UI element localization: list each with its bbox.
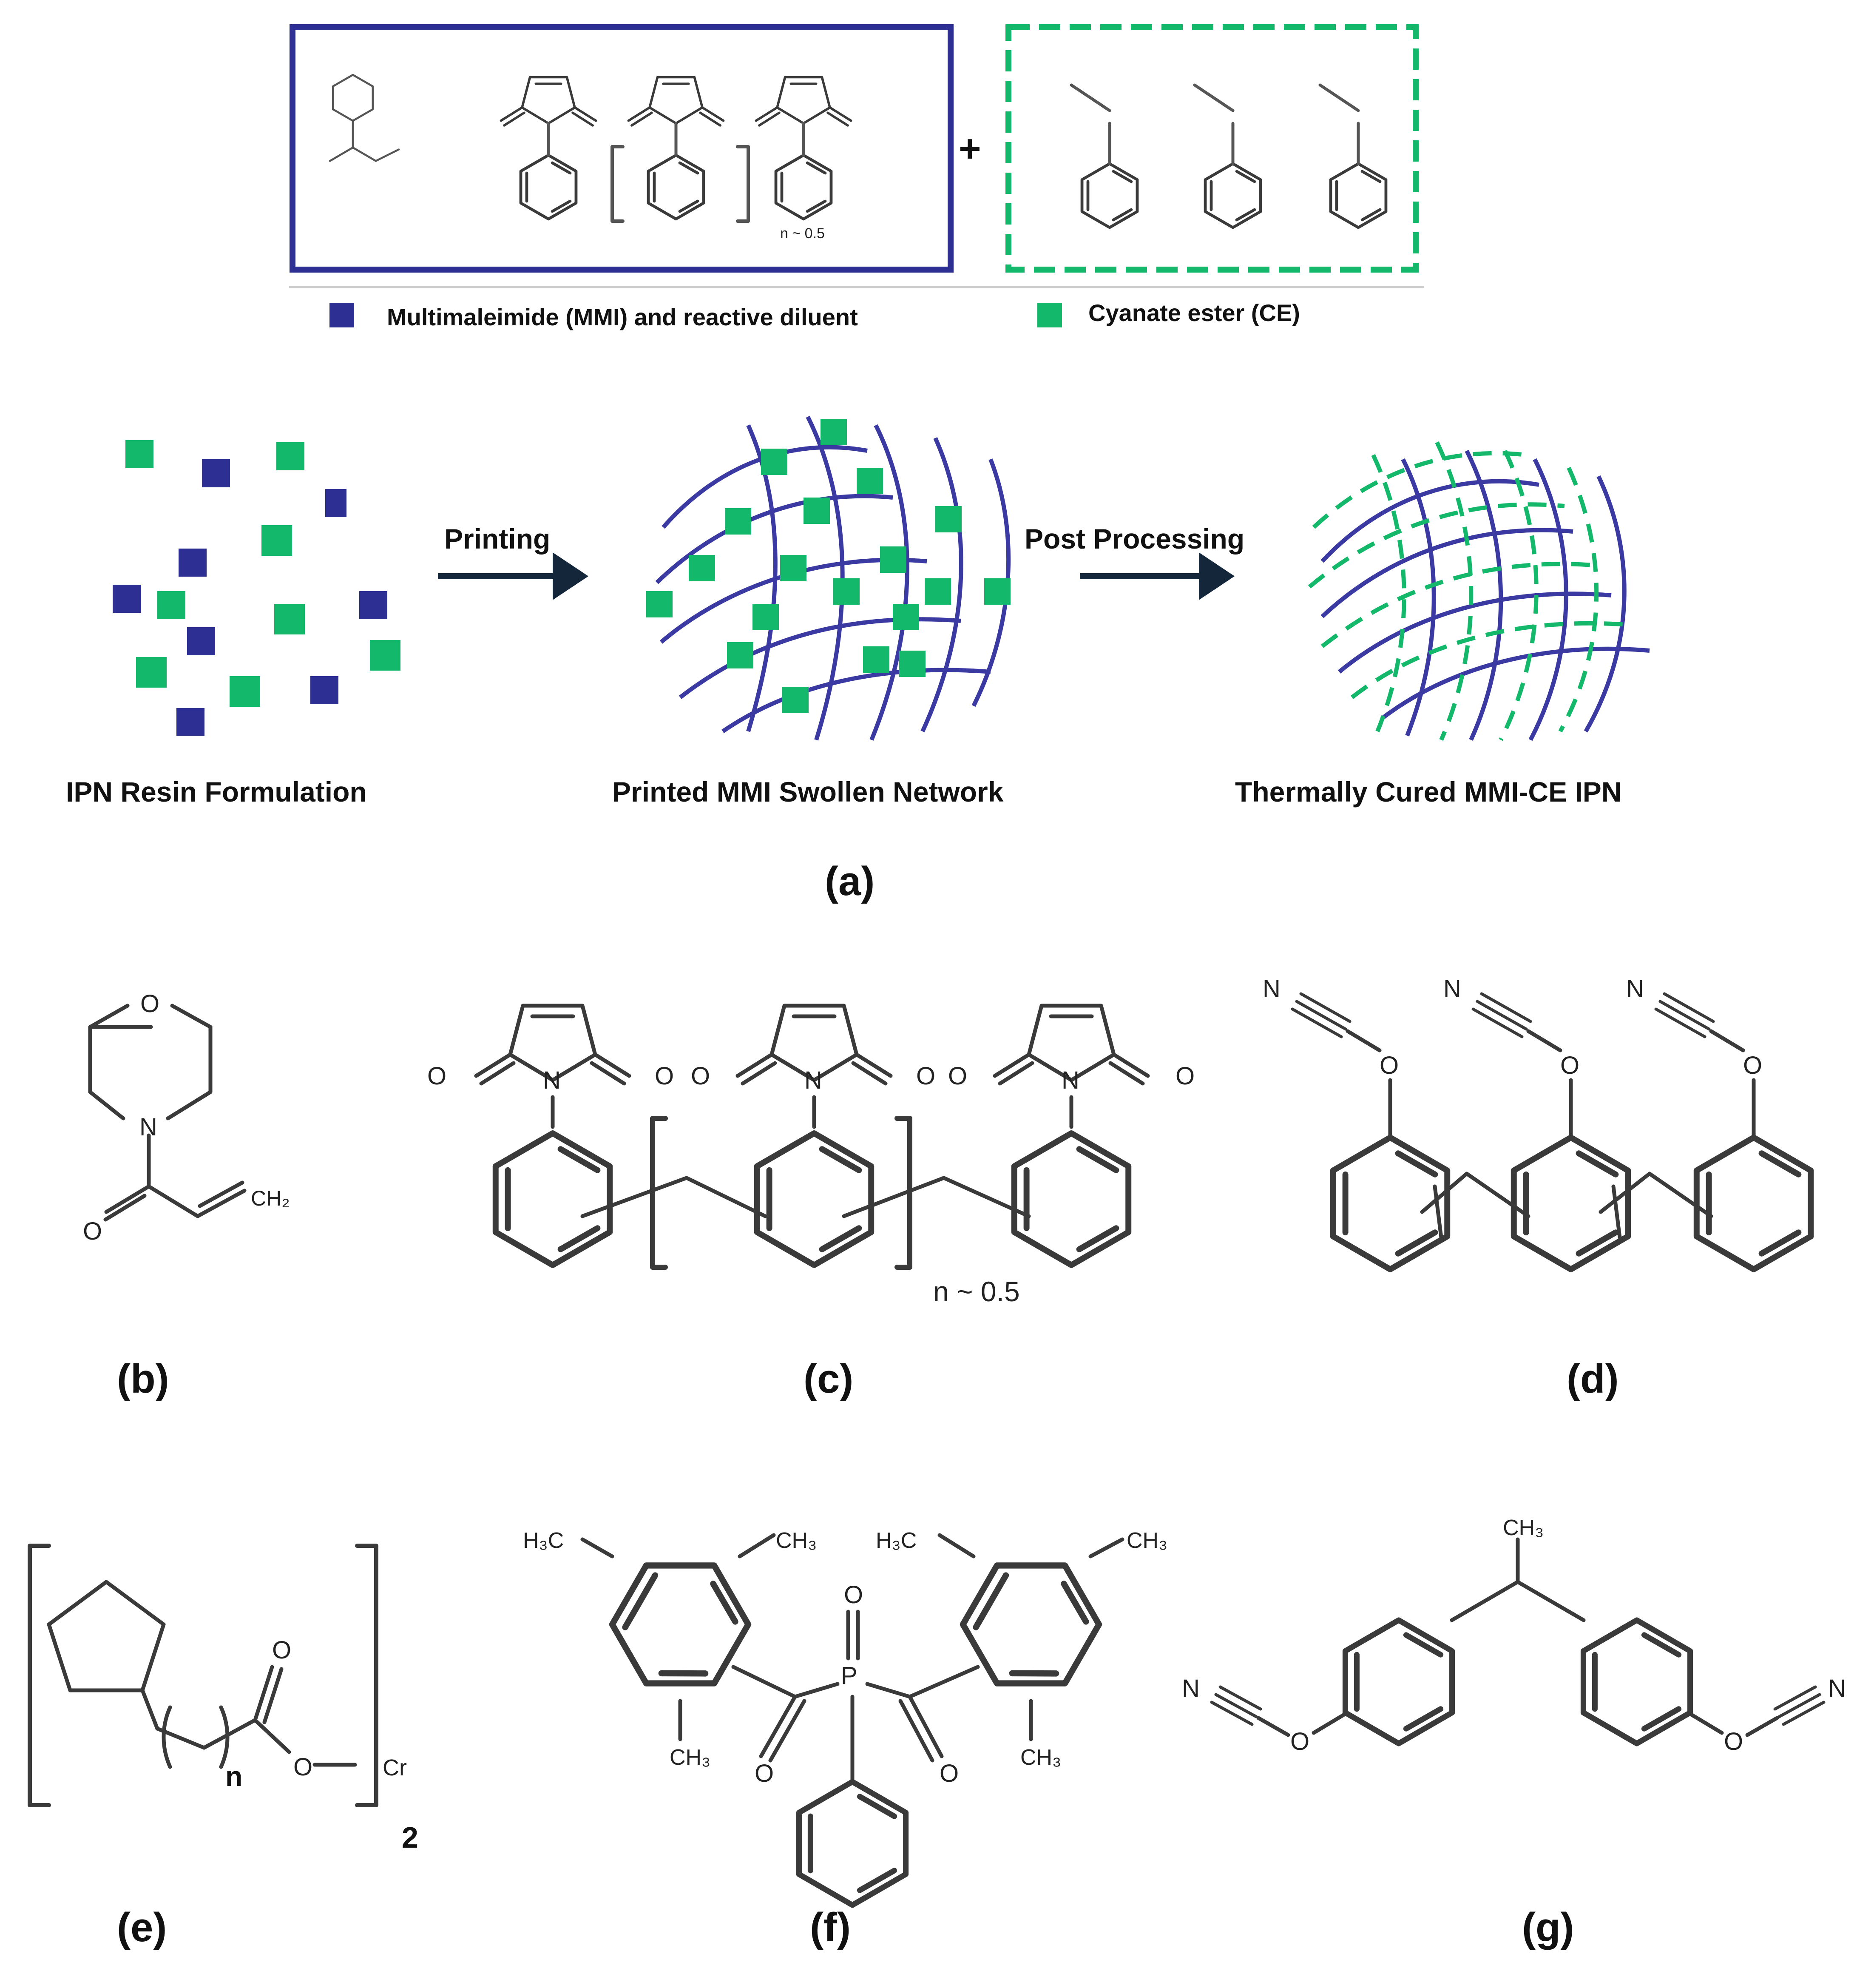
atom-n: N [139, 1113, 157, 1141]
plus-sign: + [959, 128, 981, 170]
atom-ch2: CH₂ [251, 1186, 290, 1210]
panel-label-c: (c) [804, 1356, 853, 1402]
atom-o: O [755, 1760, 774, 1787]
bisphenol-e-dicyanate-structure: CH₃ O O N N [1182, 1516, 1846, 1755]
atom-n: N [1626, 975, 1644, 1003]
stage3-caption: Thermally Cured MMI-CE IPN [1235, 776, 1621, 808]
atom-ch3: CH₃ [670, 1745, 710, 1770]
printing-label: Printing [444, 523, 550, 555]
cyanate-ester-structure: O O O N N N [1263, 975, 1811, 1269]
atom-o: O [844, 1581, 863, 1609]
atom-o: O [940, 1760, 959, 1787]
panel-label-a: (a) [825, 859, 875, 904]
atom-ch3: CH₃ [1503, 1516, 1544, 1540]
atom-ch3: CH₃ [776, 1528, 817, 1553]
atom-h3c: H₃C [876, 1528, 917, 1553]
atom-ch3: CH₃ [1020, 1745, 1061, 1770]
cured-ipn-network [1308, 441, 1650, 741]
chromium-carboxylate-structure: O O Cr n 2 [28, 1544, 418, 1854]
atom-cr: Cr [383, 1755, 407, 1780]
stage1-caption: IPN Resin Formulation [66, 776, 367, 808]
mmi-legend-label: Multimaleimide (MMI) and reactive diluen… [387, 304, 858, 330]
mmi-structure-box: n ~ 0.5 [290, 24, 954, 273]
ce-legend-swatch [1037, 303, 1062, 327]
atom-o: O [1560, 1052, 1579, 1079]
stage2-caption: Printed MMI Swollen Network [612, 776, 1004, 808]
atom-ch3: CH₃ [1127, 1528, 1167, 1553]
atom-n: N [1182, 1675, 1200, 1702]
bapo-photoinitiator-structure: P O O O H₃C CH₃ H₃C CH₃ CH₃ CH₃ [523, 1528, 1167, 1905]
panel-label-e: (e) [117, 1905, 167, 1950]
mmi-legend-swatch [329, 303, 354, 327]
atom-o: O [1743, 1052, 1762, 1079]
panel-label-f: (f) [810, 1905, 851, 1950]
atom-n: N [543, 1067, 561, 1094]
atom-o: O [948, 1062, 967, 1090]
panel-label-b: (b) [117, 1356, 169, 1402]
atom-o: O [272, 1636, 291, 1664]
atom-n: N [804, 1067, 822, 1094]
atom-o: O [691, 1062, 710, 1090]
panel-label-d: (d) [1567, 1356, 1619, 1402]
atom-o: O [427, 1062, 446, 1090]
resin-formulation-particles [113, 440, 400, 736]
panel-label-g: (g) [1522, 1905, 1574, 1950]
subscript-2: 2 [402, 1821, 418, 1854]
atom-n: N [1263, 975, 1281, 1003]
multimaleimide-structure: N N N O O O O O O n ~ 0.5 [427, 1006, 1195, 1307]
atom-n: N [1443, 975, 1461, 1003]
atom-o: O [1290, 1728, 1309, 1755]
post-processing-label: Post Processing [1025, 523, 1244, 555]
atom-o: O [1724, 1728, 1743, 1755]
subscript-n: n [225, 1760, 242, 1792]
repeat-label-small: n ~ 0.5 [780, 225, 825, 242]
ce-structure-box [1005, 24, 1419, 273]
atom-o: O [1380, 1052, 1399, 1079]
atom-h3c: H₃C [523, 1528, 564, 1553]
swollen-network [646, 415, 1011, 741]
acryloylmorpholine-structure: O N O CH₂ [83, 990, 290, 1245]
atom-p: P [841, 1662, 857, 1689]
atom-n: N [1828, 1675, 1846, 1702]
repeat-label-large: n ~ 0.5 [933, 1276, 1020, 1307]
atom-o: O [140, 990, 159, 1018]
atom-o: O [83, 1217, 102, 1245]
atom-o: O [655, 1062, 674, 1090]
atom-o: O [916, 1062, 935, 1090]
atom-n: N [1062, 1067, 1079, 1094]
atom-o: O [293, 1753, 312, 1781]
atom-o: O [1176, 1062, 1195, 1090]
ce-legend-label: Cyanate ester (CE) [1088, 299, 1300, 326]
